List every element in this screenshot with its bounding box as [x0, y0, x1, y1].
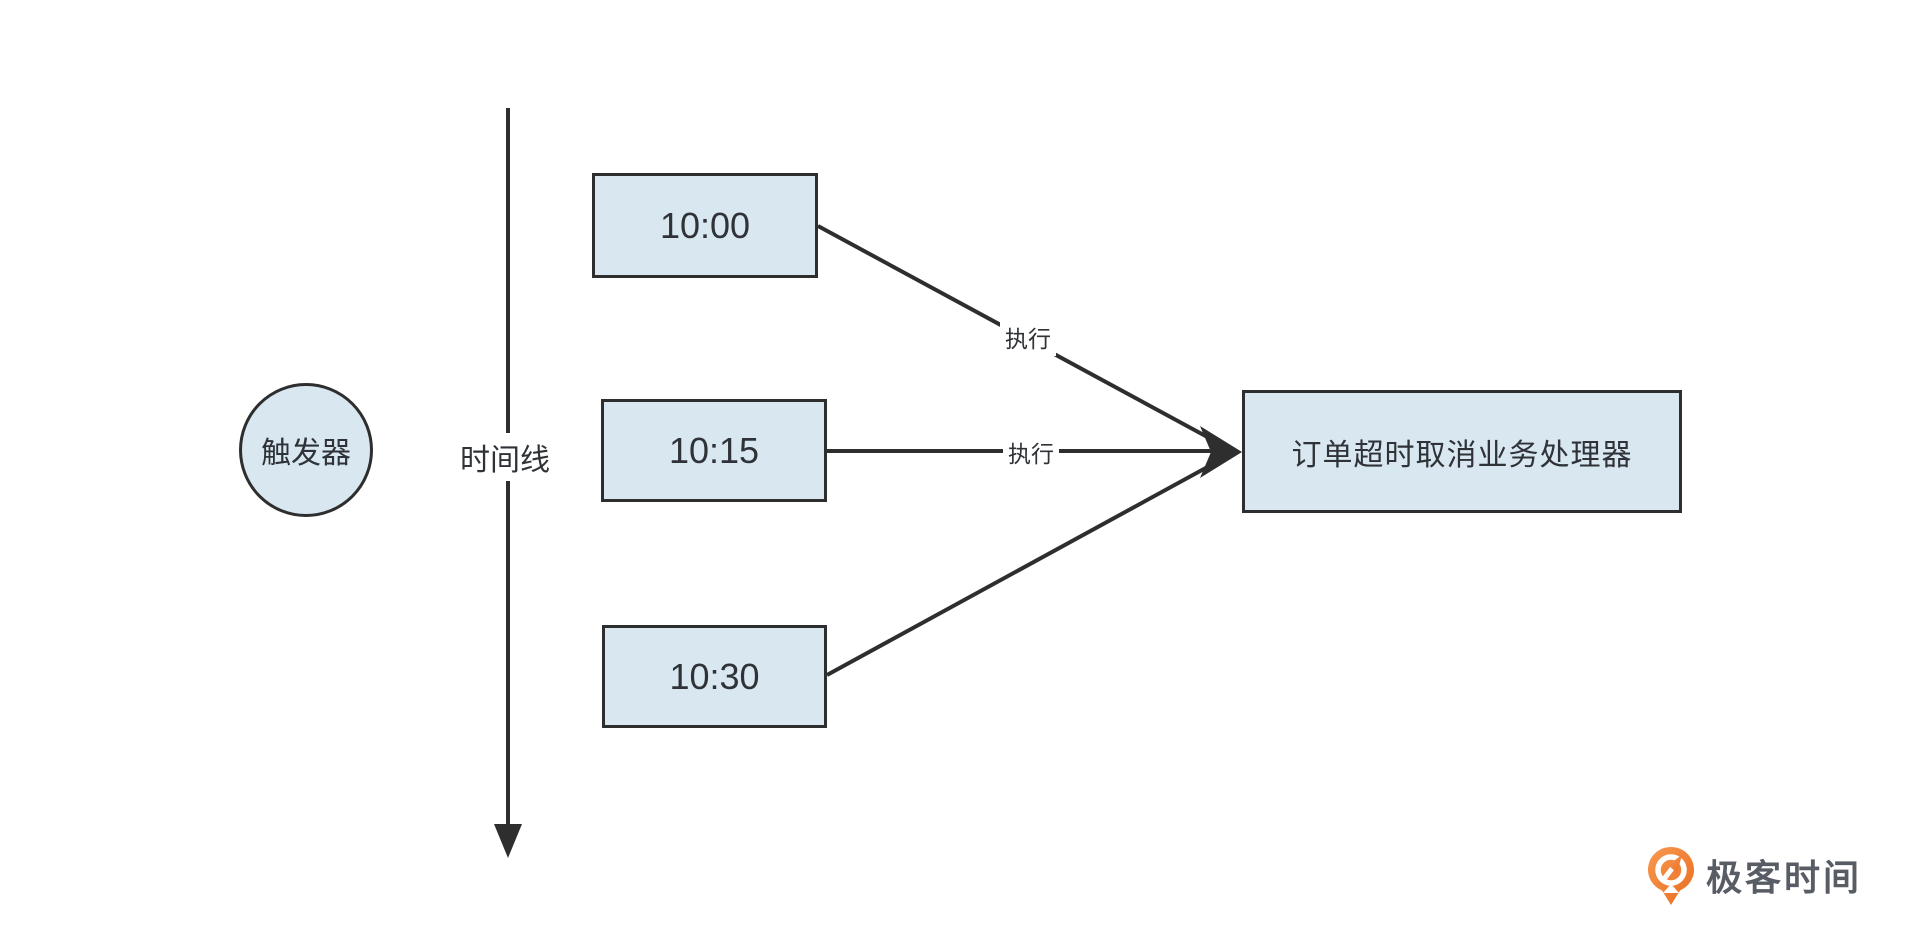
edge-line-1030	[826, 456, 1225, 677]
processor-node: 订单超时取消业务处理器	[1242, 390, 1682, 513]
brand-logo-text: 极客时间	[1706, 857, 1863, 898]
timer-box-1015: 10:15	[601, 399, 827, 502]
edge-label-execute-1: 执行	[1000, 318, 1056, 356]
timeline-label: 时间线	[455, 433, 555, 481]
convergence-arrowhead-icon	[1200, 426, 1242, 478]
timer-box-1030: 10:30	[602, 625, 827, 728]
brand-logo: 极客时间	[1646, 846, 1862, 906]
timer-label: 10:15	[668, 429, 760, 471]
edge-label-execute-2: 执行	[1003, 433, 1059, 471]
geektime-logo-icon	[1648, 847, 1694, 905]
trigger-label: 触发器	[261, 437, 351, 470]
timer-box-1000: 10:00	[592, 173, 818, 278]
timer-label: 10:00	[659, 204, 751, 246]
processor-label: 订单超时取消业务处理器	[1291, 438, 1633, 472]
trigger-node: 触发器	[239, 383, 373, 517]
timer-label: 10:30	[669, 655, 760, 697]
timeline-arrowhead-icon	[494, 824, 522, 858]
